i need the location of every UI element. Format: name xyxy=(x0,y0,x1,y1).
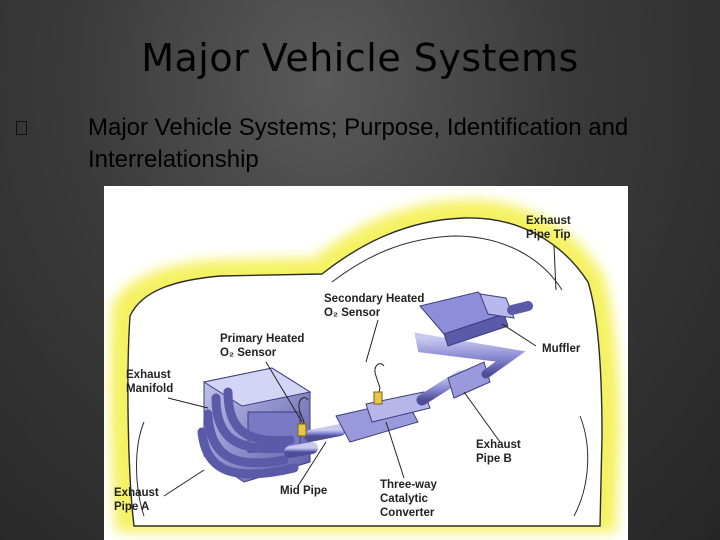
slide-title: Major Vehicle Systems xyxy=(141,36,579,80)
label-secondary-heated-o2-sensor: Secondary Heated O₂ Sensor xyxy=(324,293,425,319)
exhaust-manifold xyxy=(197,387,299,479)
label-exhaust-pipe-b: Exhaust Pipe B xyxy=(476,439,521,465)
primary-o2-sensor xyxy=(297,397,309,437)
three-way-catalytic-converter xyxy=(335,391,431,443)
secondary-o2-sensor xyxy=(373,363,385,405)
exhaust-pipe-tip xyxy=(507,301,533,315)
label-muffler: Muffler xyxy=(542,343,581,355)
mid-pipe xyxy=(304,424,346,442)
label-exhaust-pipe-a: Exhaust Pipe A xyxy=(114,487,159,513)
label-three-way-catalytic-converter: Three-way Catalytic Converter xyxy=(380,479,437,519)
label-primary-heated-o2-sensor: Primary Heated O₂ Sensor xyxy=(220,333,305,359)
exhaust-system-diagram: Exhaust Pipe Tip Secondary Heated O₂ Sen… xyxy=(104,186,628,540)
bullet-icon xyxy=(16,121,27,135)
car-body-outline xyxy=(109,199,621,532)
label-exhaust-manifold: Exhaust Manifold xyxy=(126,369,174,395)
bullet-text: Major Vehicle Systems; Purpose, Identifi… xyxy=(88,114,629,173)
label-exhaust-pipe-tip: Exhaust Pipe Tip xyxy=(526,215,571,241)
muffler xyxy=(419,291,515,347)
label-mid-pipe: Mid Pipe xyxy=(280,485,328,497)
callout-lines xyxy=(163,245,557,497)
exhaust-diagram-graphic xyxy=(109,199,621,532)
exhaust-pipe-a xyxy=(284,442,318,458)
